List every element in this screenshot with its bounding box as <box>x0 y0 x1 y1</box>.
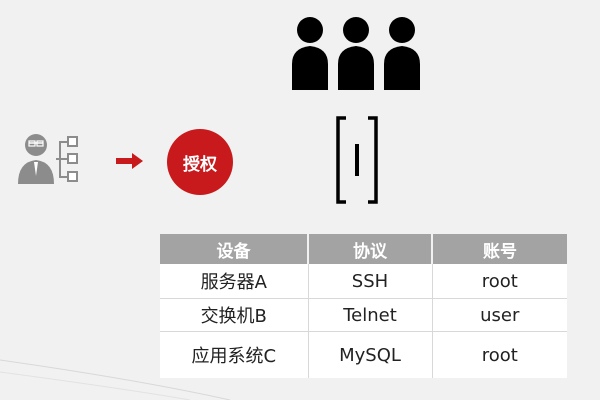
table-row: 交换机B Telnet user <box>160 298 567 332</box>
header-account: 账号 <box>432 234 567 264</box>
header-device: 设备 <box>160 234 309 264</box>
cell-account: root <box>432 331 567 378</box>
auth-label: 授权 <box>183 154 217 175</box>
user-group-icon <box>292 17 420 90</box>
cell-device: 应用系统C <box>160 331 309 378</box>
cell-device: 服务器A <box>160 264 309 299</box>
admin-hierarchy-icon <box>18 134 78 184</box>
cell-protocol: MySQL <box>308 331 433 378</box>
permission-table: 设备 协议 账号 服务器A SSH root 交换机B Telnet user … <box>160 234 567 378</box>
table-header-row: 设备 协议 账号 <box>160 234 567 264</box>
table-row: 服务器A SSH root <box>160 264 567 299</box>
auth-badge: 授权 <box>167 129 233 195</box>
bracket-cursor-icon <box>336 116 378 204</box>
table-row: 应用系统C MySQL root <box>160 331 567 378</box>
cell-protocol: Telnet <box>308 298 433 332</box>
right-arrow-icon <box>116 153 143 169</box>
cell-account: root <box>432 264 567 299</box>
cell-account: user <box>432 298 567 332</box>
cell-device: 交换机B <box>160 298 309 332</box>
header-protocol: 协议 <box>308 234 433 264</box>
cell-protocol: SSH <box>308 264 433 299</box>
